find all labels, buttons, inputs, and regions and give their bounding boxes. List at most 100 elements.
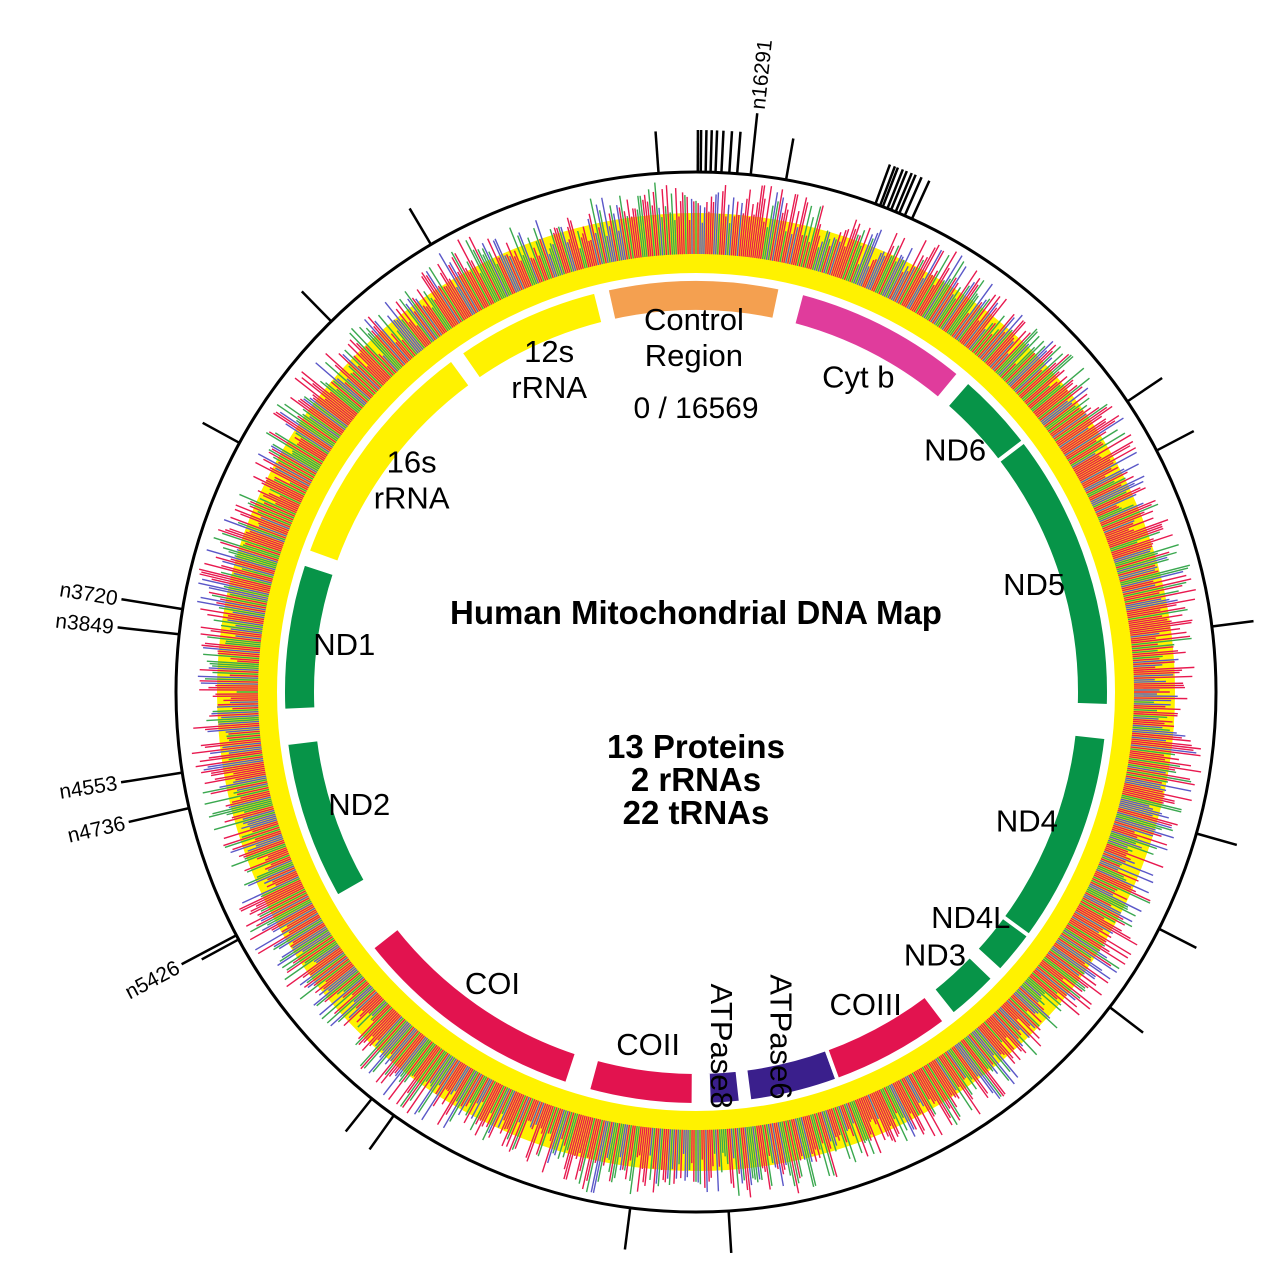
variation-spike <box>284 942 338 981</box>
variation-spike <box>1076 907 1131 940</box>
variation-spike <box>935 1058 957 1091</box>
variation-spike <box>779 1121 792 1176</box>
variation-spike <box>221 564 273 580</box>
variation-spike <box>1129 620 1172 629</box>
variation-spike <box>920 267 950 317</box>
variant-marker-n5426 <box>181 934 237 966</box>
variation-spike <box>1083 895 1133 923</box>
variation-spike <box>379 1022 410 1058</box>
variation-spike <box>1121 796 1182 813</box>
variation-spike <box>307 956 348 989</box>
variation-spike <box>707 1129 710 1182</box>
variation-spike <box>257 890 307 917</box>
variation-spike <box>1034 382 1074 415</box>
variation-spike <box>1031 367 1085 412</box>
variation-spike <box>275 411 332 450</box>
variation-spike <box>216 602 266 613</box>
variation-spike <box>965 307 998 348</box>
variation-spike <box>220 541 279 562</box>
variation-spike <box>401 1049 444 1108</box>
variation-spike <box>988 337 1015 367</box>
variation-spike <box>802 1116 814 1155</box>
variation-spike <box>299 398 345 432</box>
variant-marker <box>910 180 931 220</box>
variation-spike <box>573 1115 586 1157</box>
variation-spike <box>821 1111 832 1142</box>
variation-spike <box>231 845 287 867</box>
variation-spike <box>895 1081 925 1135</box>
variation-spike <box>208 800 272 818</box>
variation-spike <box>206 660 259 666</box>
variation-spike <box>1084 893 1122 914</box>
variation-spike <box>199 573 271 592</box>
variation-spike <box>277 931 330 967</box>
variation-spike <box>508 1097 532 1152</box>
variation-spike <box>775 1122 786 1170</box>
variation-spike <box>1047 952 1080 977</box>
variation-spike <box>1129 619 1193 631</box>
variation-spike <box>268 492 300 508</box>
variation-spike <box>1130 746 1201 757</box>
variation-spike <box>364 318 406 366</box>
variation-spike <box>212 665 259 670</box>
segment-label-atpase8: ATPase8 <box>704 984 739 1109</box>
variation-spike <box>586 1119 602 1182</box>
variation-spike <box>264 850 289 861</box>
variation-spike <box>481 248 507 298</box>
variation-spike <box>618 195 631 260</box>
variation-spike <box>313 944 339 963</box>
variation-spike <box>970 322 994 352</box>
variation-spike <box>209 662 259 668</box>
variant-marker <box>735 131 742 174</box>
variation-spike <box>742 1127 752 1198</box>
variation-spike <box>881 254 903 296</box>
variation-spike <box>503 1091 518 1121</box>
variation-spike <box>1109 531 1160 550</box>
variation-spike <box>1102 511 1145 530</box>
segment-label-nd5: ND5 <box>1003 567 1065 602</box>
variation-spike <box>1072 434 1132 470</box>
variation-spike <box>613 1123 625 1179</box>
variation-spike <box>408 321 429 347</box>
variation-spike <box>1096 504 1117 516</box>
variation-spike <box>330 381 363 409</box>
variation-spike <box>941 1053 974 1100</box>
variation-spike <box>265 479 304 500</box>
variation-spike <box>1119 570 1159 582</box>
variation-spike <box>665 185 672 255</box>
variation-spike <box>263 502 296 517</box>
variation-spike <box>1102 852 1126 863</box>
variation-spike <box>1086 480 1115 496</box>
variant-marker <box>654 131 660 174</box>
variation-spike <box>220 571 272 586</box>
variation-spike <box>883 256 904 297</box>
variation-spike <box>752 185 763 258</box>
variation-spike <box>1126 604 1177 615</box>
variant-marker <box>344 1097 373 1133</box>
variation-spike <box>336 378 367 405</box>
variation-spike <box>1132 655 1163 660</box>
variation-spike <box>325 961 352 983</box>
variation-spike <box>281 910 318 933</box>
variation-spike <box>830 1108 841 1136</box>
variation-spike <box>703 207 706 255</box>
variation-spike <box>1107 523 1163 545</box>
segment-16s-rrna <box>304 356 474 566</box>
variation-spike <box>636 209 644 258</box>
variation-spike <box>618 207 629 260</box>
variation-spike <box>1117 558 1169 575</box>
variation-spike <box>906 277 925 309</box>
variation-spike <box>1096 506 1120 517</box>
variation-spike <box>959 1041 1002 1098</box>
variation-spike <box>312 382 356 418</box>
variation-spike <box>872 245 895 292</box>
variation-spike <box>1091 482 1135 505</box>
variation-spike <box>909 250 945 311</box>
variation-spike <box>1131 637 1192 646</box>
variation-spike <box>377 314 415 358</box>
variation-spike <box>790 1119 802 1161</box>
variation-spike <box>372 1003 390 1022</box>
variation-spike <box>1036 384 1078 418</box>
variant-marker-n4736 <box>128 806 190 824</box>
variation-spike <box>1060 418 1107 450</box>
